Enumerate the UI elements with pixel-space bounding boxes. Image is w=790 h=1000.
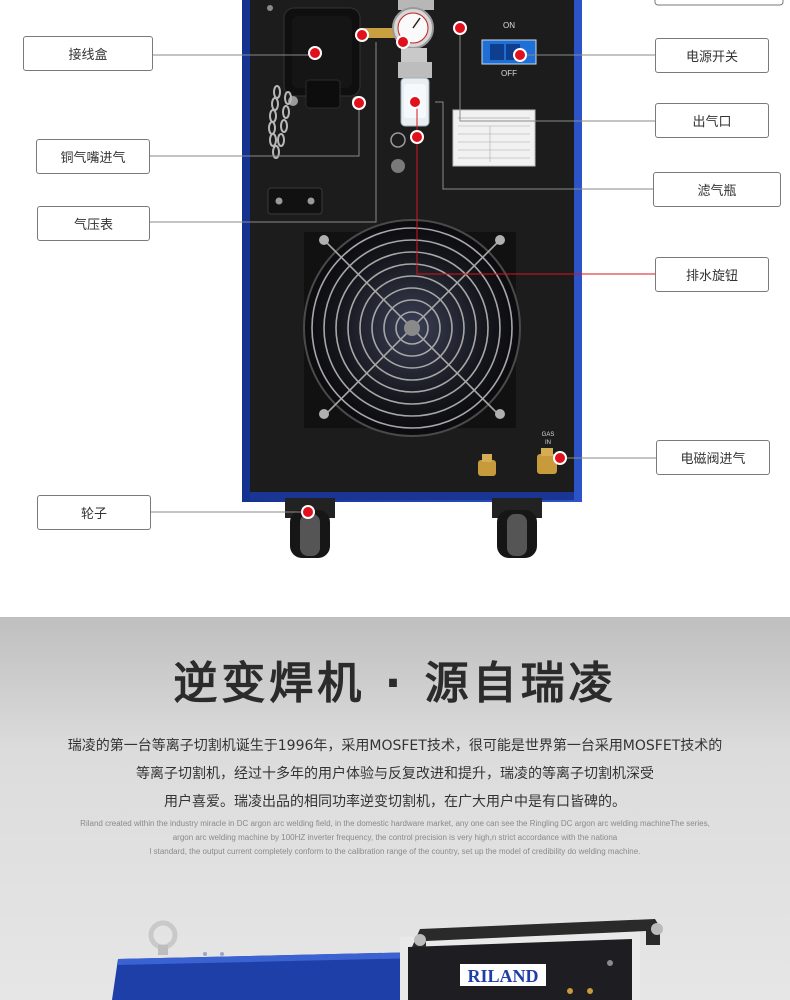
nameplate: [452, 109, 536, 167]
machine-front-preview: RILAND: [112, 919, 663, 1000]
callout-air-outlet: 出气口: [655, 103, 769, 138]
wheels: [285, 498, 542, 558]
junction-box: [267, 5, 362, 109]
brand-logo-text: RILAND: [467, 966, 538, 986]
callout-solenoid-inlet: 电磁阀进气: [656, 440, 770, 475]
callout-copper-nozzle-inlet: 铜气嘴进气: [36, 139, 150, 174]
callout-leaders: [150, 28, 656, 513]
gas-label: GAS: [542, 432, 555, 438]
machine-back-illustration: ON OFF: [150, 0, 784, 558]
cover-plate: [267, 187, 323, 215]
switch-on-label: ON: [503, 21, 515, 30]
machine-back-view-section: ON OFF: [23, 0, 784, 558]
callout-power-switch: 电源开关: [655, 38, 769, 73]
callout-drain-knob: 排水旋钮: [655, 257, 769, 292]
callout-filter-bottle: 滤气瓶: [653, 172, 781, 207]
intro-cn-line-1: 瑞凌的第一台等离子切割机诞生于1996年，采用MOSFET技术，很可能是世界第一…: [67, 738, 723, 754]
brand-intro-section: 逆变焊机 · 源自瑞凌 瑞凌的第一台等离子切割机诞生于1996年，采用MOSFE…: [0, 617, 790, 1000]
switch-off-label: OFF: [501, 69, 517, 78]
gas-in-fittings: GAS IN: [478, 432, 557, 476]
intro-en-line-3: l standard, the output current completel…: [149, 847, 641, 856]
intro-headline: 逆变焊机 · 源自瑞凌: [173, 658, 617, 709]
air-regulator-assembly: [364, 0, 434, 173]
cooling-fan: [303, 219, 521, 437]
intro-cn-line-2: 等离子切割机，经过十多年的用户体验与反复改进和提升，瑞凌的等离子切割机深受: [136, 766, 654, 782]
callout-markers: [301, 21, 567, 519]
power-switch: ON OFF: [481, 21, 537, 78]
callout-junction-box: 接线盒: [23, 36, 153, 71]
chain: [268, 85, 292, 159]
intro-en-line-1: Riland created within the industry mirac…: [80, 819, 710, 828]
intro-cn-line-3: 用户喜爱。瑞凌出品的相同功率逆变切割机，在广大用户中是有口皆碑的。: [164, 794, 626, 810]
callout-pressure-gauge: 气压表: [37, 206, 150, 241]
in-label: IN: [545, 440, 551, 446]
callout-wheels: 轮子: [37, 495, 151, 530]
intro-en-line-2: argon arc welding machine by 100HZ inver…: [172, 833, 618, 842]
